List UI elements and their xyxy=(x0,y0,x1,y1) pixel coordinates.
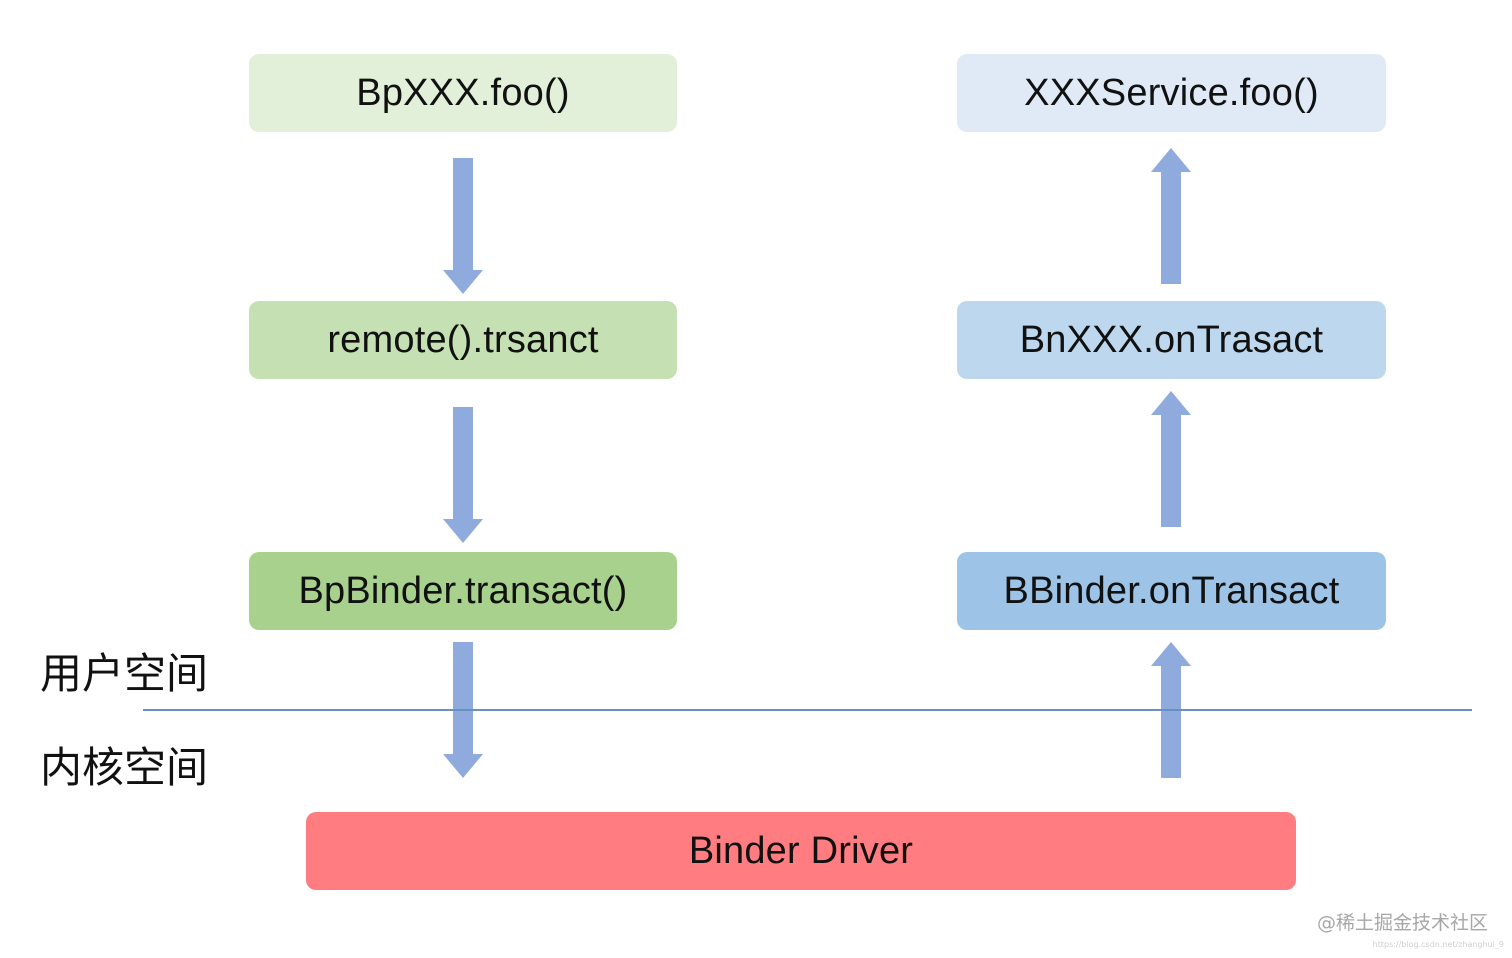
bp-call-node: BpXXX.foo() xyxy=(249,54,677,132)
remote-transact-label: remote().trsanct xyxy=(327,318,599,361)
bn-on-transact-label: BnXXX.onTrasact xyxy=(1019,318,1324,361)
binder-driver-label: Binder Driver xyxy=(688,829,914,872)
watermark-url: https://blog.csdn.net/zhanghui_9 xyxy=(1372,940,1504,949)
binder-driver-node: Binder Driver xyxy=(306,812,1296,890)
bn-on-transact-node: BnXXX.onTrasact xyxy=(957,301,1386,379)
bpbinder-transact-node: BpBinder.transact() xyxy=(249,552,677,630)
arrow-bpbinder-to-driver xyxy=(443,642,483,778)
user-kernel-divider xyxy=(143,709,1472,711)
watermark: @稀土掘金技术社区 xyxy=(1316,912,1488,934)
service-call-node: XXXService.foo() xyxy=(957,54,1386,132)
bbinder-on-transact-node: BBinder.onTransact xyxy=(957,552,1386,630)
bpbinder-transact-label: BpBinder.transact() xyxy=(298,569,628,612)
arrow-bp-to-remote xyxy=(443,158,483,294)
arrow-remote-to-bpbinder xyxy=(443,407,483,543)
bp-call-label: BpXXX.foo() xyxy=(356,71,570,114)
arrow-driver-to-bbinder xyxy=(1151,642,1191,778)
kernel-space-label: 内核空间 xyxy=(40,743,209,792)
service-call-label: XXXService.foo() xyxy=(1024,71,1319,114)
bbinder-on-transact-label: BBinder.onTransact xyxy=(1003,569,1340,612)
arrow-bbinder-to-bn xyxy=(1151,391,1191,527)
arrow-bn-to-service xyxy=(1151,148,1191,284)
remote-transact-node: remote().trsanct xyxy=(249,301,677,379)
user-space-label: 用户空间 xyxy=(40,649,209,698)
